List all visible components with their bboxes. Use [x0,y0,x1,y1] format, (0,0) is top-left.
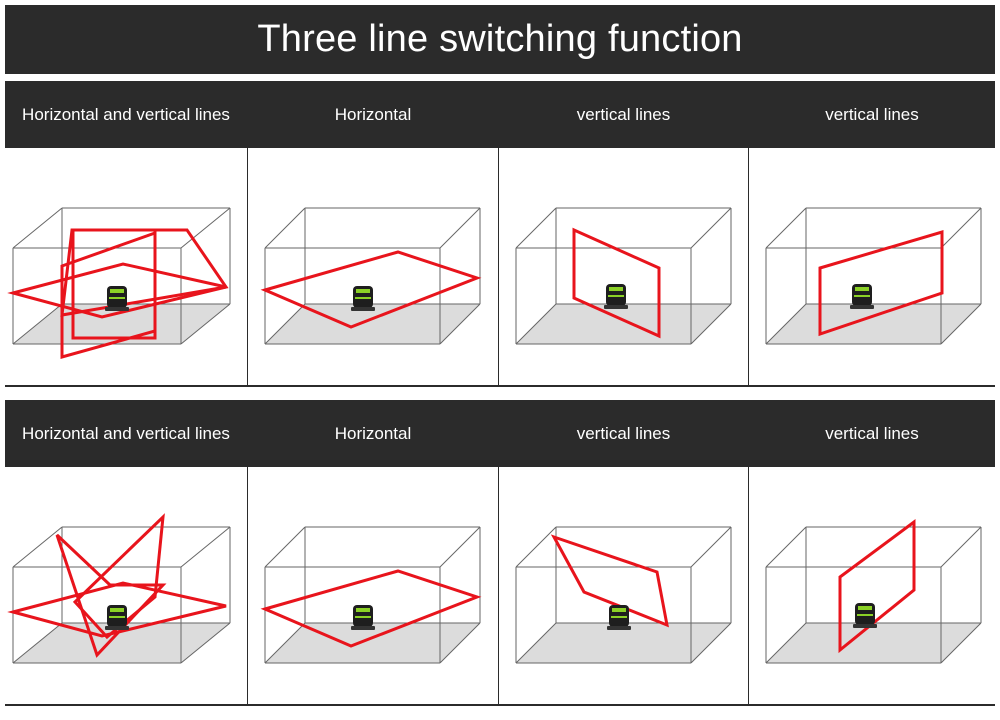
room-edge [264,207,306,249]
mode-cell: Horizontal [248,400,498,704]
mode-cell: Horizontal and vertical lines [5,81,247,385]
room-floor [766,304,981,344]
mode-row-1: Horizontal and vertical lines Horizontal… [5,81,995,387]
room-edge [264,526,306,568]
mode-label: vertical lines [499,400,748,467]
laser-level-icon [351,286,375,311]
mode-cell: Horizontal and vertical lines [5,400,247,704]
laser-diagram-vertical-side [515,207,732,345]
laser-line [71,228,157,340]
room-edge [690,526,732,568]
laser-line [55,533,167,658]
page-title-bar: Three line switching function [5,5,995,74]
room-edge [12,303,63,345]
laser-level-icon [604,284,628,309]
laser-diagram-horizontal [260,526,482,664]
room-edge [765,526,807,568]
laser-level-icon [351,605,375,630]
laser-level-icon [607,605,631,630]
room-edge [439,207,481,249]
room-edge [264,303,306,345]
room-edge [940,622,982,664]
room-edge [515,303,557,345]
laser-diagram-vertical-front-tilted [765,519,982,664]
mode-label: vertical lines [749,81,995,148]
laser-line [72,513,165,640]
mode-label: Horizontal [248,81,498,148]
room-floor [13,623,230,663]
mode-cell: Horizontal [248,81,498,385]
room-edge [264,622,306,664]
laser-level-icon [105,605,129,630]
room-edge [180,622,231,664]
laser-diagram-vertical-side-tilted [515,526,732,664]
room-edge [940,303,982,345]
room-edge [765,207,807,249]
room-edge [439,526,481,568]
room-edge [439,303,481,345]
mode-cell: vertical lines [749,81,995,385]
laser-level-icon [853,603,877,628]
mode-label: vertical lines [749,400,995,467]
room-edge [940,526,982,568]
room-edge [765,622,807,664]
room-edge [515,207,557,249]
room-floor [516,623,731,663]
laser-line [260,569,482,648]
laser-line [818,229,944,337]
mode-label: Horizontal and vertical lines [5,81,247,148]
mode-label: Horizontal and vertical lines [5,400,247,467]
room-edge [439,622,481,664]
room-edge [12,207,63,249]
room-edge [12,526,63,568]
laser-line [260,250,482,329]
laser-level-icon [105,286,129,311]
room-edge [180,526,231,568]
mode-label: vertical lines [499,81,748,148]
room-edge [180,303,231,345]
room-floor [516,304,731,344]
laser-diagram-horizontal [260,207,482,345]
room-edge [515,622,557,664]
room-edge [690,622,732,664]
laser-line [572,227,661,339]
room-edge [515,526,557,568]
room-edge [940,207,982,249]
laser-line [838,519,916,654]
room-edge [180,207,231,249]
mode-label: Horizontal [248,400,498,467]
page-title: Three line switching function [257,18,743,60]
laser-level-icon [850,284,874,309]
laser-diagram-all-three-lines [7,207,231,359]
room-edge [690,303,732,345]
mode-cell: vertical lines [499,400,748,704]
mode-row-2: Horizontal and vertical lines Horizontal… [5,400,995,706]
room-edge [690,207,732,249]
mode-cell: vertical lines [749,400,995,704]
laser-diagram-vertical-front [765,207,982,345]
laser-line [550,534,669,628]
laser-diagram-all-three-lines-tilted [7,513,231,664]
room-floor [766,623,981,663]
mode-cell: vertical lines [499,81,748,385]
room-edge [12,622,63,664]
laser-line [60,230,157,359]
room-edge [765,303,807,345]
